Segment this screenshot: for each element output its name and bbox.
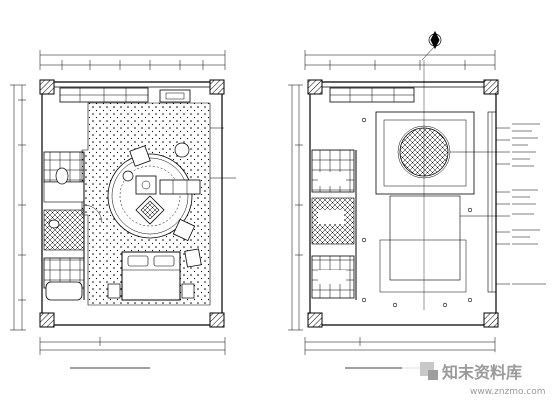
coffee-table-icon xyxy=(135,175,157,195)
north-arrow-icon xyxy=(421,30,442,61)
armchair-icon xyxy=(172,218,196,242)
downlights xyxy=(361,117,473,308)
floor-plan-top-dimensions xyxy=(39,50,226,70)
floor-plan xyxy=(10,50,236,369)
floor-plan-left-dimensions xyxy=(10,84,26,331)
column xyxy=(209,312,225,328)
sink-icon xyxy=(48,219,60,229)
ceiling-plan-left-dimensions xyxy=(288,84,303,331)
column xyxy=(209,79,225,95)
watermark-url: www.znzmo.com xyxy=(470,387,545,397)
tv-cabinet xyxy=(159,89,191,103)
ceiling-plan-walls xyxy=(309,81,497,326)
column xyxy=(39,79,55,95)
ceiling-recess xyxy=(375,111,475,293)
sofa-icon xyxy=(159,179,201,195)
watermark-logo-icon xyxy=(420,362,438,380)
bed-icon xyxy=(107,251,195,301)
watermark-title: 知末资料库 xyxy=(442,363,522,382)
column xyxy=(307,312,323,328)
bathroom xyxy=(43,151,103,301)
lounge-area xyxy=(107,145,201,242)
column xyxy=(483,79,499,95)
ceiling-annotation-marks xyxy=(512,123,546,285)
column xyxy=(483,312,499,328)
floor-plan-walls xyxy=(41,81,223,326)
bathtub-icon xyxy=(45,281,83,301)
watermark: 知末资料库 www.znzmo.com xyxy=(402,352,560,412)
ceiling-plan-bottom-dimensions xyxy=(304,337,496,355)
floor-plan-bottom-dimensions xyxy=(39,337,226,355)
armchair-icon xyxy=(184,248,202,268)
ceiling-annotation-leaders xyxy=(450,127,510,285)
ceiling-plan xyxy=(288,30,546,369)
column xyxy=(307,79,323,95)
ceiling-bathroom-zones xyxy=(311,149,357,300)
column xyxy=(39,312,55,328)
armchair-icon xyxy=(129,145,151,167)
ceiling-plan-top-dimensions xyxy=(304,50,496,70)
toilet-icon xyxy=(55,167,69,185)
side-table-icon xyxy=(174,142,190,158)
